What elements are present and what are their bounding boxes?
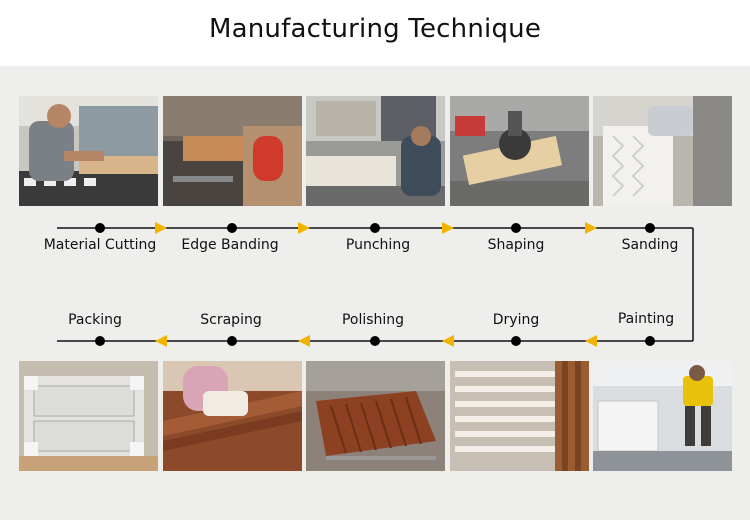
photo-edge-banding: [163, 96, 302, 206]
photo-drying: [450, 361, 589, 471]
photo-material-cutting: [19, 96, 158, 206]
photo-scraping: [163, 361, 302, 471]
page-title: Manufacturing Technique: [0, 0, 750, 62]
label-drying: Drying: [493, 312, 539, 328]
label-edge-banding: Edge Banding: [181, 237, 278, 253]
label-packing: Packing: [68, 312, 122, 328]
photo-polishing: [306, 361, 445, 471]
label-painting: Painting: [618, 311, 674, 327]
label-material-cutting: Material Cutting: [44, 237, 157, 253]
label-shaping: Shaping: [488, 237, 545, 253]
photo-shaping: [450, 96, 589, 206]
photo-painting: [593, 361, 732, 471]
photo-packing: [19, 361, 158, 471]
photo-punching: [306, 96, 445, 206]
photo-sanding: [593, 96, 732, 206]
label-punching: Punching: [346, 237, 410, 253]
label-polishing: Polishing: [342, 312, 404, 328]
label-scraping: Scraping: [200, 312, 261, 328]
label-sanding: Sanding: [622, 237, 679, 253]
